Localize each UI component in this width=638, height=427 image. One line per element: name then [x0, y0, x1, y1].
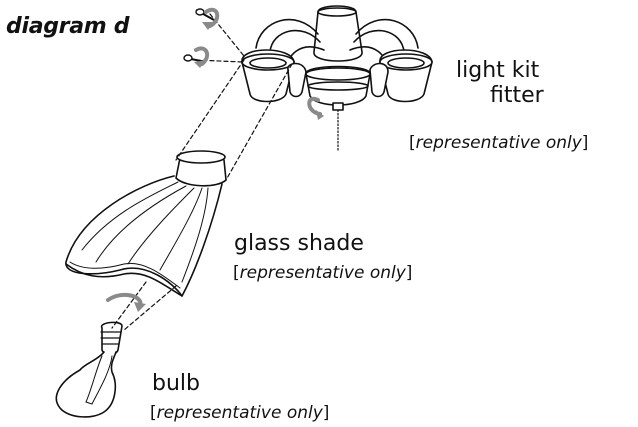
- note-shade-representative: [representative only]: [233, 263, 412, 283]
- note-fitter-representative: [representative only]: [409, 133, 588, 153]
- label-bulb: bulb: [152, 372, 200, 396]
- label-light-kit-fitter-line1: light kit: [456, 59, 539, 83]
- label-glass-shade: glass shade: [234, 232, 364, 256]
- note-bulb-representative: [representative only]: [150, 403, 329, 423]
- bulb: [56, 322, 122, 417]
- diagram-title: diagram d: [6, 14, 129, 39]
- screw-icon: [184, 9, 214, 62]
- light-kit-fitter: [242, 6, 432, 150]
- label-light-kit-fitter-line2: fitter: [490, 84, 544, 108]
- glass-shade: [66, 151, 226, 296]
